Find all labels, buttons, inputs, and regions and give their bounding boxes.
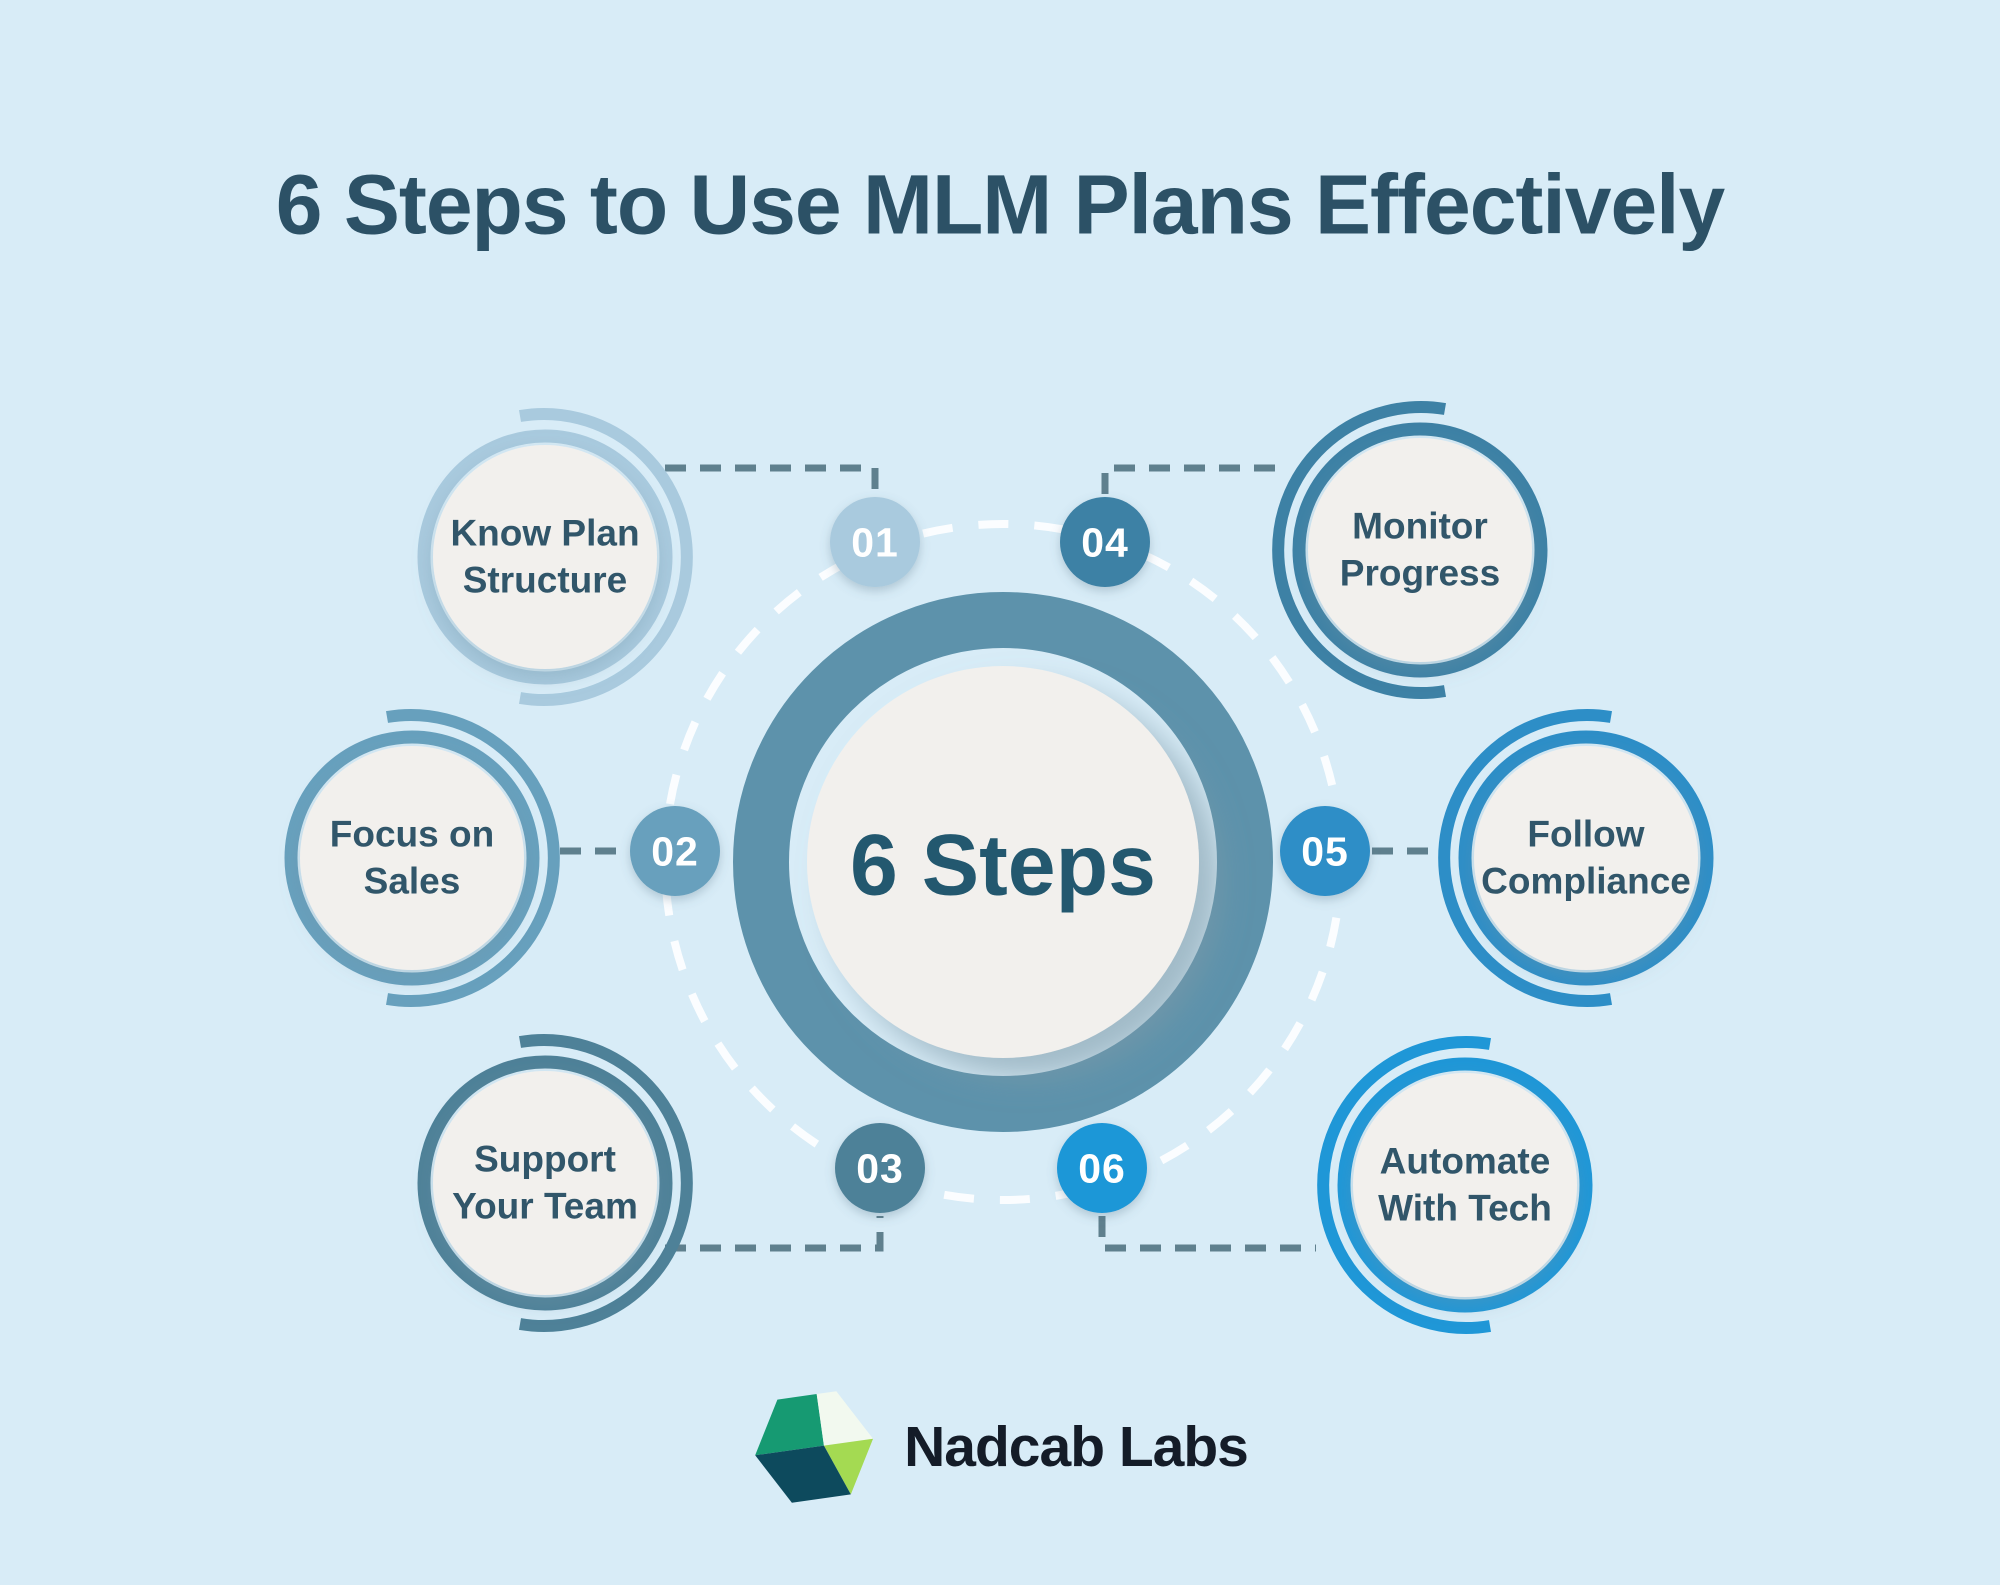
- hexagon-facet-white: [816, 1391, 874, 1446]
- logo: Nadcab Labs: [752, 1385, 1249, 1509]
- step-01-outer-arc: [519, 408, 693, 706]
- hexagon-facet-lime: [823, 1438, 874, 1495]
- step-02-label: Focus on Sales: [329, 813, 495, 902]
- step-06-badge: [1057, 1123, 1147, 1213]
- step-04-circle: [1308, 438, 1532, 662]
- step-01-number: 01: [851, 519, 899, 566]
- step-06-label: Automate With Tech: [1378, 1140, 1552, 1229]
- step-04-label: Monitor Progress: [1339, 505, 1501, 594]
- step-03-number: 03: [856, 1145, 904, 1192]
- page-title: 6 Steps to Use MLM Plans Effectively: [275, 157, 1725, 252]
- logo-text: Nadcab Labs: [904, 1415, 1249, 1479]
- step-03-badge: [835, 1123, 925, 1213]
- hub-label: 6 Steps: [850, 817, 1156, 914]
- step-03-label: Support Your Team: [452, 1138, 638, 1227]
- step-02-badge: [630, 806, 720, 896]
- step-04-ring: [1292, 422, 1548, 678]
- step-05-circle: [1474, 746, 1698, 970]
- step-04-number: 04: [1081, 519, 1129, 566]
- connector-step-06: [1098, 1216, 1316, 1252]
- step-05-number: 05: [1301, 828, 1349, 875]
- step-03-circle: [433, 1071, 657, 1295]
- step-02-ring: [284, 730, 540, 986]
- connector-step-03: [665, 1216, 884, 1252]
- step-06-circle: [1353, 1073, 1577, 1297]
- step-06-ring: [1337, 1057, 1593, 1313]
- step-05-outer-arc: [1438, 709, 1612, 1007]
- step-05-label: Follow Compliance: [1481, 813, 1691, 902]
- step-04-outer-arc: [1272, 401, 1446, 699]
- step-05-badge: [1280, 806, 1370, 896]
- step-06-outer-arc: [1317, 1036, 1491, 1334]
- step-01-circle: [433, 445, 657, 669]
- hub-circle: [807, 666, 1199, 1058]
- step-06-number: 06: [1078, 1145, 1126, 1192]
- hub-ring: [733, 592, 1273, 1132]
- step-03-outer-arc: [519, 1034, 693, 1332]
- step-05-ring: [1458, 730, 1714, 986]
- step-01-ring: [417, 429, 673, 685]
- step-03-ring: [417, 1055, 673, 1311]
- step-02-number: 02: [651, 828, 699, 875]
- connector-step-01: [665, 464, 879, 494]
- step-01-label: Know Plan Structure: [450, 512, 640, 601]
- connector-step-04: [1101, 464, 1275, 494]
- step-02-outer-arc: [386, 709, 560, 1007]
- step-04-badge: [1060, 497, 1150, 587]
- hexagon-facet-green: [755, 1394, 824, 1456]
- nadcab-hexagon-icon: [755, 1391, 874, 1503]
- hexagon-facet-dark: [755, 1445, 851, 1503]
- step-02-circle: [300, 746, 524, 970]
- step-01-badge: [830, 497, 920, 587]
